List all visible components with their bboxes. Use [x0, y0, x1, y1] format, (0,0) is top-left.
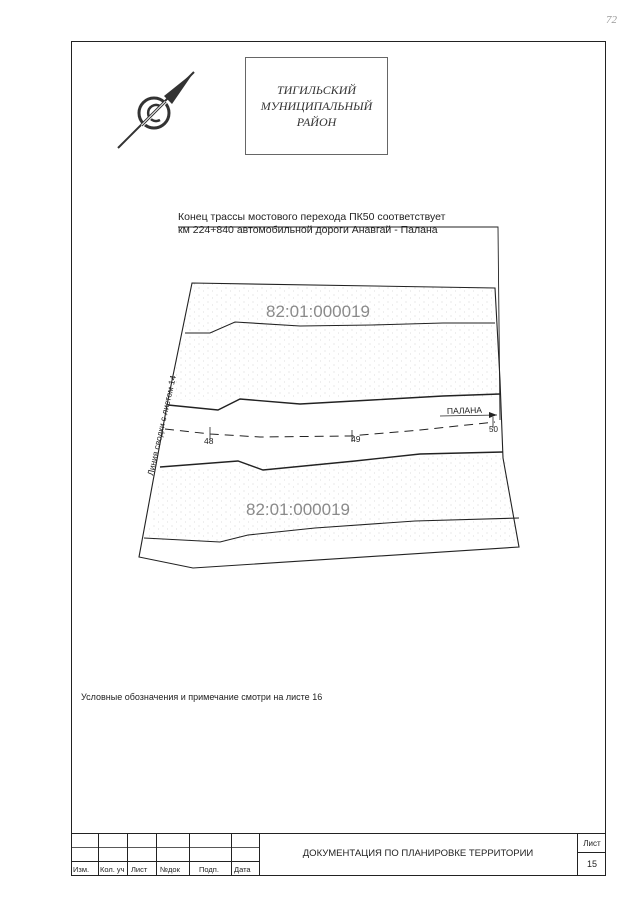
column-header-sheet: Лист	[131, 865, 148, 874]
column-header-change: Изм.	[73, 865, 90, 874]
column-header-doc-number: №док	[160, 865, 180, 874]
district-stamp: ТИГИЛЬСКИЙ МУНИЦИПАЛЬНЫЙ РАЙОН	[245, 57, 388, 155]
note-line-1: Конец трассы мостового перехода ПК50 соо…	[178, 211, 446, 223]
district-emblem-icon	[117, 71, 195, 149]
sheet-number: 15	[586, 859, 597, 869]
corner-handwritten-number: 72	[606, 14, 617, 26]
document-title: ДОКУМЕНТАЦИЯ ПО ПЛАНИРОВКЕ ТЕРРИТОРИИ	[302, 848, 534, 859]
stamp-line-3: РАЙОН	[296, 115, 337, 129]
legend-reference-note: Условные обозначения и примечание смотри…	[81, 692, 323, 702]
stamp-line-1: ТИГИЛЬСКИЙ	[276, 83, 357, 97]
stamp-line-2: МУНИЦИПАЛЬНЫЙ	[260, 99, 373, 113]
note-line-2: км 224+840 автомобильной дороги Анавгай …	[178, 224, 438, 236]
column-header-signature: Подп.	[199, 865, 219, 874]
drawing-frame	[71, 41, 606, 876]
title-block: Изм. Кол. уч Лист №док Подп. Дата ДОКУМЕ…	[71, 833, 606, 876]
column-header-count: Кол. уч	[100, 865, 125, 874]
sheet-label: Лист	[583, 839, 601, 848]
column-header-date: Дата	[234, 865, 251, 874]
route-end-note: Конец трассы мостового перехода ПК50 соо…	[178, 211, 445, 237]
title-block-grid	[71, 833, 606, 876]
